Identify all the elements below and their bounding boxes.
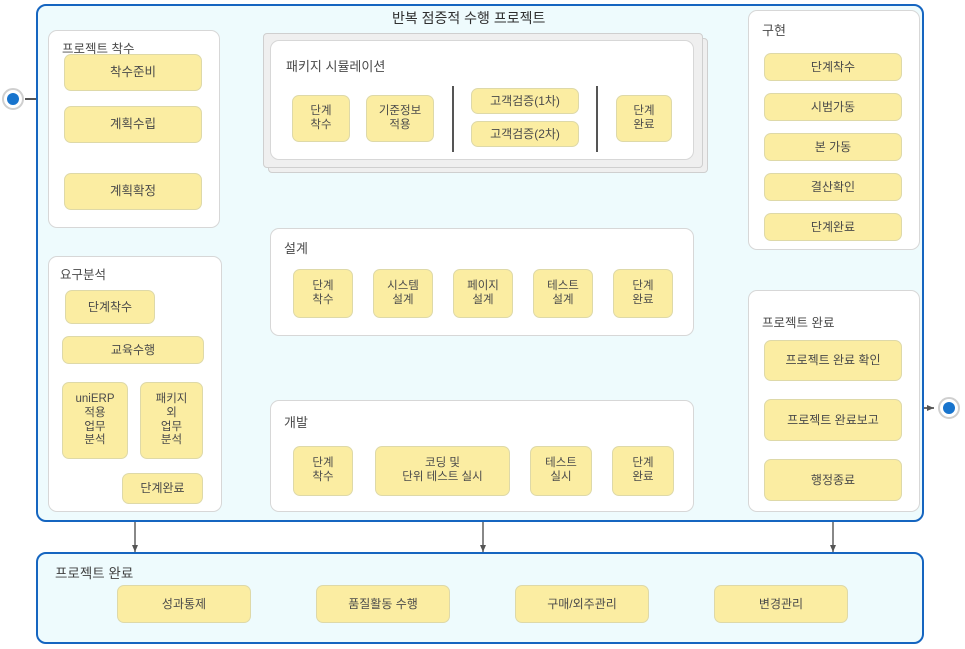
task-support-2[interactable]: 품질활동 수행 xyxy=(316,585,450,623)
task-support-4[interactable]: 변경관리 xyxy=(714,585,848,623)
task-design-5[interactable]: 단계 완료 xyxy=(613,269,673,318)
lane-implementation xyxy=(748,10,920,250)
lane-development-title: 개발 xyxy=(284,415,308,430)
task-simulation-verify-1[interactable]: 고객검증(1차) xyxy=(471,88,579,114)
task-kickoff-3[interactable]: 계획확정 xyxy=(64,173,202,210)
lane-project-kickoff-title: 프로젝트 착수 xyxy=(62,42,135,56)
end-node xyxy=(938,397,960,419)
task-implementation-5[interactable]: 단계완료 xyxy=(764,213,902,241)
task-requirements-unierp[interactable]: uniERP 적용 업무 분석 xyxy=(62,382,128,459)
task-support-3[interactable]: 구매/외주관리 xyxy=(515,585,649,623)
task-development-2-label: 코딩 및 단위 테스트 실시 xyxy=(402,457,483,483)
task-design-3[interactable]: 페이지 설계 xyxy=(453,269,513,318)
task-requirements-unierp-label: uniERP 적용 업무 분석 xyxy=(75,392,115,447)
task-requirements-nonpackage-label: 패키지 외 업무 분석 xyxy=(155,392,188,447)
task-development-3[interactable]: 테스트 실시 xyxy=(530,446,592,496)
task-simulation-2-label: 기준정보 적용 xyxy=(378,104,422,131)
task-development-1[interactable]: 단계 착수 xyxy=(293,446,353,496)
start-node xyxy=(2,88,24,110)
lane-requirements-title: 요구분석 xyxy=(60,268,107,282)
task-requirements-1[interactable]: 단계착수 xyxy=(65,290,155,324)
task-design-2[interactable]: 시스템 설계 xyxy=(373,269,433,318)
task-design-1-label: 단계 착수 xyxy=(312,279,334,306)
fork-bar xyxy=(452,86,454,152)
join-bar xyxy=(596,86,598,152)
task-implementation-3[interactable]: 본 가동 xyxy=(764,133,902,161)
task-simulation-5[interactable]: 단계 완료 xyxy=(616,95,672,142)
task-development-1-label: 단계 착수 xyxy=(312,457,334,483)
task-closure-2[interactable]: 프로젝트 완료보고 xyxy=(764,399,902,441)
task-kickoff-1[interactable]: 착수준비 xyxy=(64,54,202,91)
task-design-1[interactable]: 단계 착수 xyxy=(293,269,353,318)
task-simulation-1-label: 단계 착수 xyxy=(310,104,332,131)
task-closure-3[interactable]: 행정종료 xyxy=(764,459,902,501)
task-development-4-label: 단계 완료 xyxy=(632,457,654,483)
task-implementation-1[interactable]: 단계착수 xyxy=(764,53,902,81)
task-requirements-nonpackage[interactable]: 패키지 외 업무 분석 xyxy=(140,382,203,459)
task-design-3-label: 페이지 설계 xyxy=(467,279,499,306)
lane-implementation-title: 구현 xyxy=(762,23,786,38)
task-requirements-2[interactable]: 교육수행 xyxy=(62,336,204,364)
task-simulation-verify-2[interactable]: 고객검증(2차) xyxy=(471,121,579,147)
task-development-3-label: 테스트 실시 xyxy=(545,457,577,483)
task-design-5-label: 단계 완료 xyxy=(632,279,654,306)
task-implementation-4[interactable]: 결산확인 xyxy=(764,173,902,201)
task-kickoff-2[interactable]: 계획수립 xyxy=(64,106,202,143)
lane-project-closure-title: 프로젝트 완료 xyxy=(762,316,835,330)
task-support-1[interactable]: 성과통제 xyxy=(117,585,251,623)
task-simulation-1[interactable]: 단계 착수 xyxy=(292,95,350,142)
task-development-2[interactable]: 코딩 및 단위 테스트 실시 xyxy=(375,446,510,496)
task-development-4[interactable]: 단계 완료 xyxy=(612,446,674,496)
task-design-4-label: 테스트 설계 xyxy=(547,279,579,306)
task-design-4[interactable]: 테스트 설계 xyxy=(533,269,593,318)
task-closure-1[interactable]: 프로젝트 완료 확인 xyxy=(764,340,902,381)
task-simulation-5-label: 단계 완료 xyxy=(633,104,655,131)
support-pool-title: 프로젝트 완료 xyxy=(55,566,134,581)
task-implementation-2[interactable]: 시범가동 xyxy=(764,93,902,121)
task-design-2-label: 시스템 설계 xyxy=(387,279,419,306)
task-requirements-5[interactable]: 단계완료 xyxy=(122,473,203,504)
lane-simulation-title: 패키지 시뮬레이션 xyxy=(286,59,386,74)
diagram-title: 반복 점증적 수행 프로젝트 xyxy=(392,10,546,26)
lane-design-title: 설계 xyxy=(284,241,308,256)
task-simulation-2[interactable]: 기준정보 적용 xyxy=(366,95,434,142)
